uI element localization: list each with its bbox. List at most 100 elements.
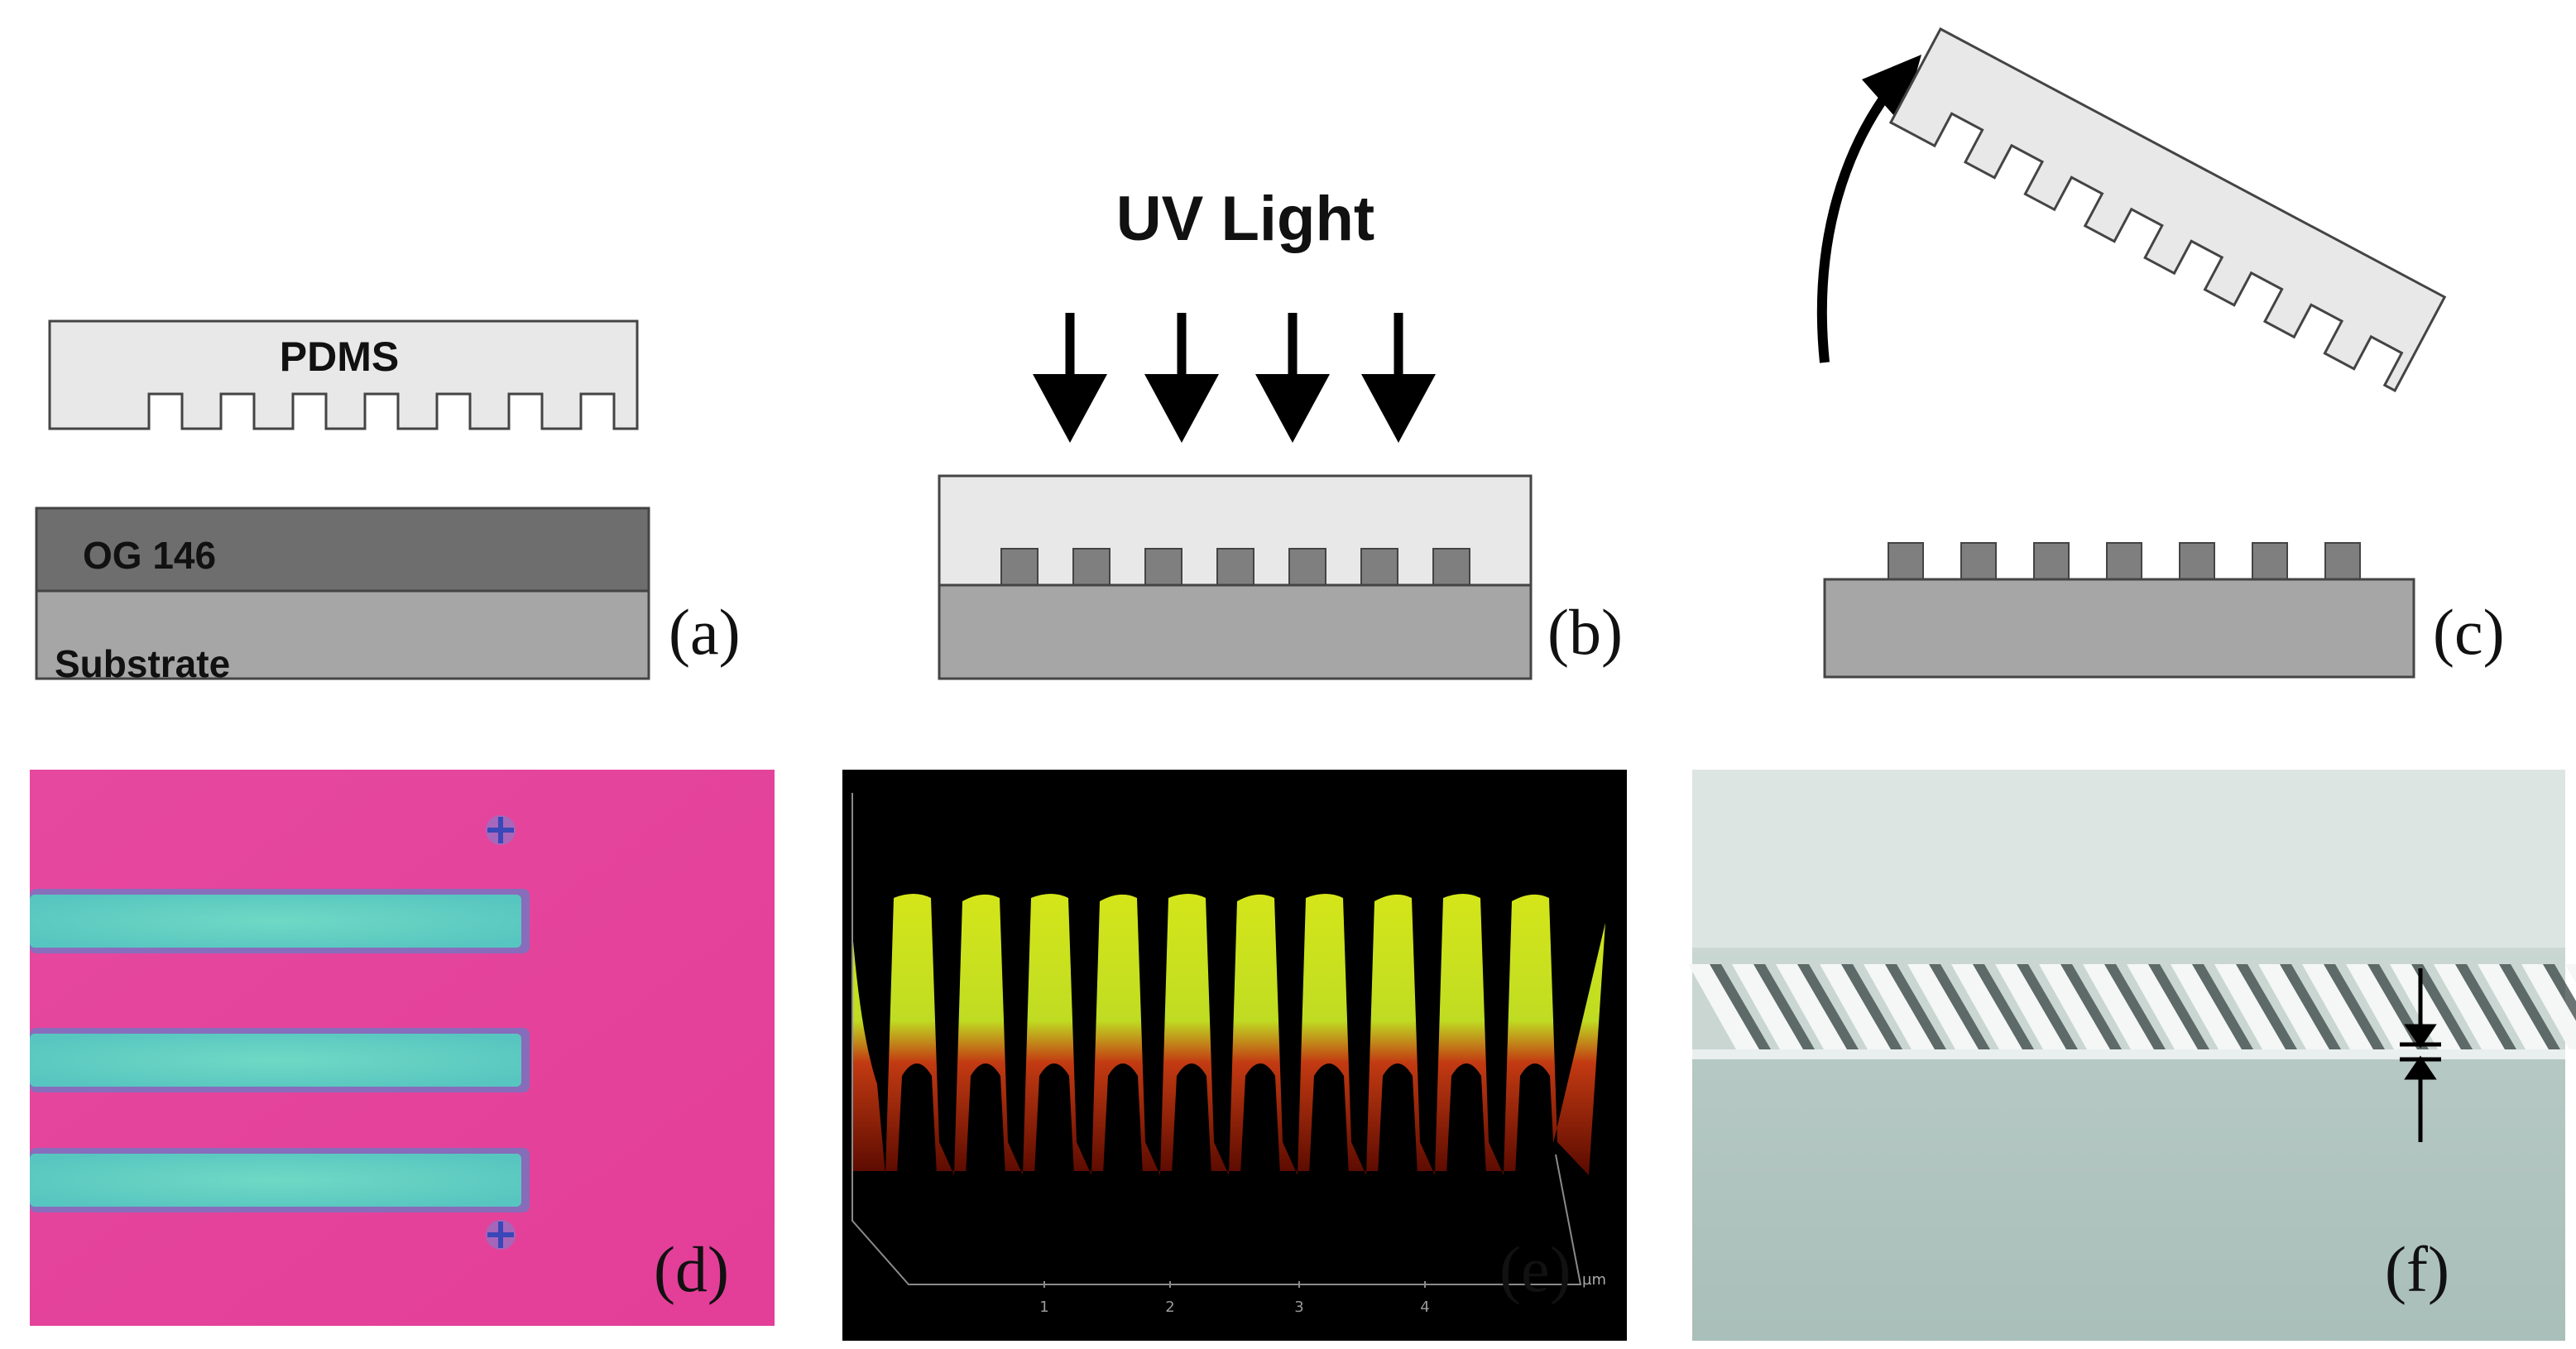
grating-line [2302, 964, 2373, 1049]
substrate-label: Substrate [55, 642, 230, 685]
panel-e-label: (e) [1499, 1233, 1571, 1305]
pdms-stamp-released [1888, 26, 2447, 392]
uv-arrowhead-icon [1255, 374, 1330, 443]
pillar [1888, 542, 1924, 580]
grating-gap [2148, 964, 2209, 1049]
uv-arrowhead-icon [1144, 374, 1219, 443]
grating-line [2083, 964, 2154, 1049]
grating-line [2039, 964, 2110, 1049]
grating-gap [1710, 964, 1771, 1049]
grating-line [2565, 964, 2576, 984]
stripe [30, 1034, 521, 1087]
grating-gap [2236, 964, 2297, 1049]
grating-line [1995, 964, 2066, 1049]
grating-gap [2543, 964, 2576, 1021]
alignment-mark-icon [486, 1220, 516, 1250]
grating-line [1951, 964, 2022, 1049]
og146-layer [35, 506, 650, 593]
pillar [1216, 548, 1254, 586]
valley-shadow [1034, 1063, 1074, 1175]
valley-shadow [1378, 1063, 1418, 1175]
grating-gap [1885, 964, 1946, 1049]
valley-shadow [1515, 1063, 1555, 1175]
grating-line [2258, 964, 2329, 1049]
panel-d-optical-micrograph: (d) [30, 770, 775, 1326]
valley-shadow [1103, 1063, 1143, 1175]
patterned-features [1888, 542, 2361, 580]
pillar [2033, 542, 2070, 580]
grating-line [1864, 964, 1935, 1049]
waveguide-stripes [30, 889, 530, 1212]
pillar [2324, 542, 2361, 580]
grating-line [1907, 964, 1979, 1049]
pillar [2252, 542, 2288, 580]
grating-gap [2280, 964, 2341, 1049]
valley-shadow [1309, 1063, 1349, 1175]
grating-gap [2455, 964, 2516, 1049]
panel-f-sem-image: (f) [1688, 770, 2576, 1341]
profile-tick-label: 4 [1420, 1299, 1429, 1316]
pillar [1360, 548, 1398, 586]
pillar [1288, 548, 1326, 586]
panel-f-label: (f) [2385, 1233, 2449, 1305]
grating-gap [1797, 964, 1859, 1049]
profile-tick-label: 3 [1294, 1299, 1303, 1316]
grating-line [2478, 964, 2549, 1049]
grating-line [2171, 964, 2242, 1049]
profile-axis-ticks: 1 2 3 4 [1039, 1281, 1430, 1316]
grating-gap [2192, 964, 2253, 1049]
grating-line [2434, 964, 2505, 1049]
grating-gap [1753, 964, 1815, 1049]
panel-a-mold-and-resist: PDMS OG 146 Substrate (a) [35, 319, 741, 685]
stripe [30, 895, 521, 948]
thickness-marker-icon [2400, 968, 2441, 1142]
panel-a-label: (a) [669, 596, 741, 668]
pillar [1000, 548, 1039, 586]
grating-gap [2104, 964, 2166, 1049]
pdms-label: PDMS [280, 334, 399, 380]
grating-line [2521, 964, 2576, 1049]
grating-line [2346, 964, 2417, 1049]
grating-line [1776, 964, 1847, 1049]
grating-line [1732, 964, 1803, 1049]
grating-structure [1688, 960, 2576, 1341]
grating-line [1820, 964, 1891, 1049]
panel-c-label: (c) [2433, 596, 2505, 668]
uv-arrowhead-icon [1361, 374, 1436, 443]
pillar [2179, 542, 2215, 580]
substrate-c [1823, 578, 2415, 679]
grating-gap [2499, 964, 2560, 1049]
valley-shadow [966, 1063, 1005, 1175]
grating-line [1688, 964, 1759, 1049]
grating-gap [1973, 964, 2034, 1049]
profile-axes [851, 793, 1582, 1285]
panel-b-uv-curing: UV Light (b) [938, 184, 1623, 680]
pillar [1144, 548, 1182, 586]
og146-label: OG 146 [83, 534, 216, 577]
panel-c-demolding: (c) [1816, 26, 2505, 679]
stripe [30, 1154, 521, 1207]
grating-gap [2060, 964, 2122, 1049]
grating-gap [2324, 964, 2385, 1049]
pdms-stamp [48, 319, 639, 430]
grating-gap [1841, 964, 1902, 1049]
grating-line [2214, 964, 2286, 1049]
pillar [2106, 542, 2142, 580]
profile-tick-label: 1 [1039, 1299, 1048, 1316]
uv-light-label: UV Light [1116, 184, 1374, 254]
substrate-a [35, 589, 650, 680]
grating-gap [1929, 964, 1990, 1049]
valley-shadow [897, 1063, 937, 1175]
grating-gap [2017, 964, 2078, 1049]
pillar [1072, 548, 1111, 586]
profile-tick-label: 2 [1165, 1299, 1174, 1316]
grating-line [2390, 964, 2461, 1049]
panel-e-3d-profile: 1 2 3 4 µm (e) [842, 770, 1627, 1341]
valley-shadow [1446, 1063, 1486, 1175]
pillar [1432, 548, 1470, 586]
imprinted-pillars [1000, 548, 1470, 586]
grating-line [2127, 964, 2198, 1049]
peel-arrow-icon [1816, 70, 1907, 363]
profile-axis-unit: µm [1582, 1271, 1606, 1289]
pillar [1960, 542, 1997, 580]
